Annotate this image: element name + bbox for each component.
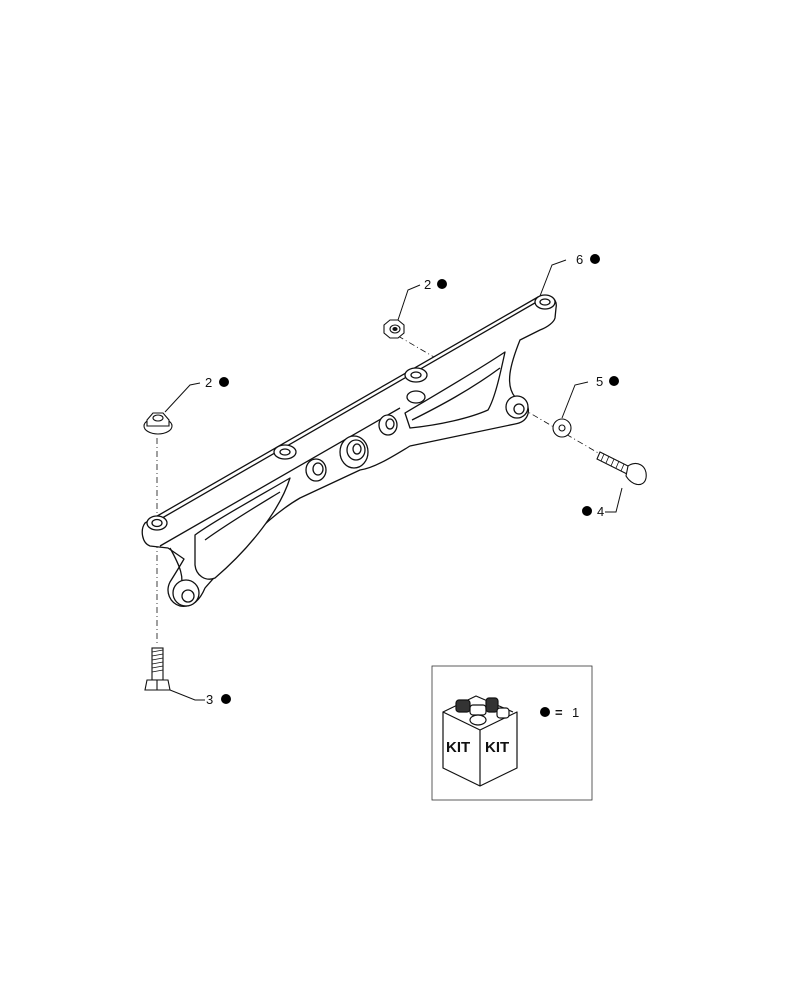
marker-dot — [219, 377, 229, 387]
callout-leaders — [164, 259, 623, 701]
marker-dot — [582, 506, 592, 516]
marker-dot — [437, 279, 447, 289]
marker-dot — [221, 694, 231, 704]
legend-value: 1 — [572, 705, 579, 720]
legend-marker-dot — [540, 707, 550, 717]
marker-dot — [590, 254, 600, 264]
carriage-bolt — [596, 451, 647, 486]
kit-legend: KIT KIT = 1 — [431, 665, 593, 801]
kit-label-right: KIT — [485, 739, 509, 756]
callout-label-5: 5 — [596, 374, 603, 389]
bracket-part — [141, 294, 557, 607]
callout-label-3: 3 — [206, 692, 213, 707]
flange-nut-left — [143, 412, 173, 435]
washer — [552, 418, 572, 438]
callout-label-2-left: 2 — [205, 375, 212, 390]
callout-label-4: 4 — [597, 504, 604, 519]
callout-label-6: 6 — [576, 252, 583, 267]
hex-bolt-bottom — [144, 647, 171, 691]
legend-equals: = — [555, 705, 563, 720]
kit-box-icon — [442, 695, 518, 787]
kit-label-left: KIT — [446, 739, 470, 756]
marker-dot — [609, 376, 619, 386]
callout-label-2-top: 2 — [424, 277, 431, 292]
flange-nut-top — [383, 319, 405, 339]
